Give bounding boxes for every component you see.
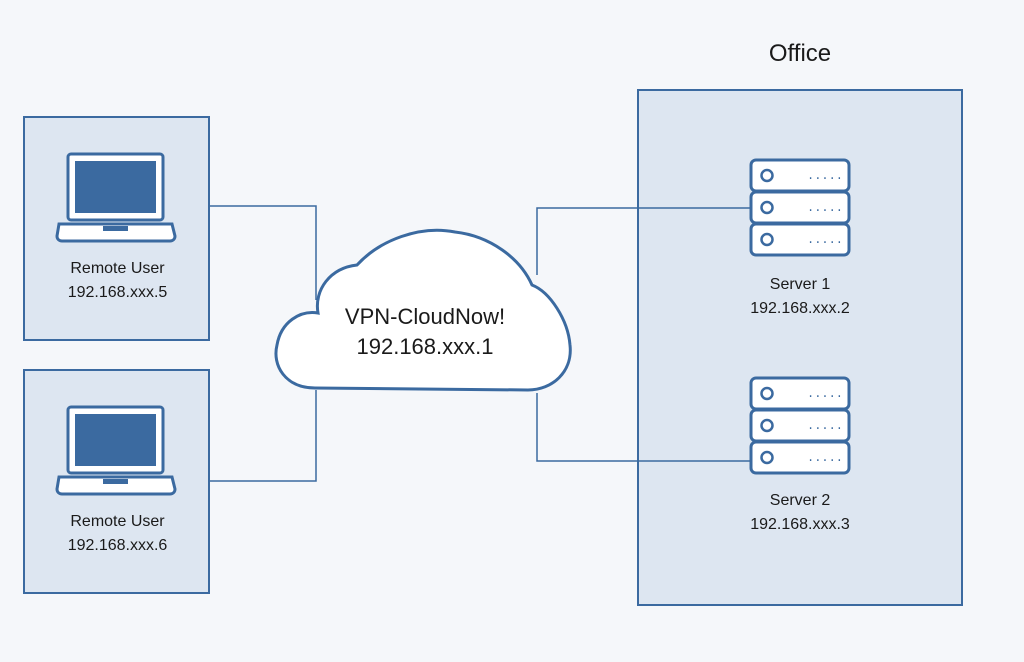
server-icon: ..... ..... ..... xyxy=(749,158,851,257)
link-server-2 xyxy=(536,393,750,462)
link-server-1 xyxy=(536,207,750,275)
server-2-ip: 192.168.xxx.3 xyxy=(750,516,850,533)
svg-text:.....: ..... xyxy=(807,169,843,183)
link-remote-user-2 xyxy=(209,390,317,482)
remote-user-2-name: Remote User xyxy=(70,513,165,530)
server-icon: ..... ..... ..... xyxy=(749,376,851,475)
svg-text:.....: ..... xyxy=(807,201,843,215)
server-2-name: Server 2 xyxy=(769,492,831,509)
server-1-ip: 192.168.xxx.2 xyxy=(750,300,850,317)
svg-text:.....: ..... xyxy=(807,233,843,247)
server-1-label: Server 1 192.168.xxx.2 xyxy=(700,273,900,321)
cloud-icon xyxy=(274,228,572,392)
cloud-ip: 192.168.xxx.1 xyxy=(356,334,494,359)
remote-user-1-label: Remote User 192.168.xxx.5 xyxy=(24,257,211,305)
link-remote-user-1 xyxy=(209,205,317,300)
svg-text:.....: ..... xyxy=(807,387,843,401)
remote-user-2-ip: 192.168.xxx.6 xyxy=(67,537,168,554)
remote-user-1-name: Remote User xyxy=(70,260,165,277)
office-title: Office xyxy=(768,40,832,67)
svg-text:.....: ..... xyxy=(807,419,843,433)
laptop-icon xyxy=(55,405,177,496)
server-1-name: Server 1 xyxy=(769,276,831,293)
cloud-label: VPN-CloudNow! 192.168.xxx.1 xyxy=(300,302,550,362)
cloud-name: VPN-CloudNow! xyxy=(344,304,506,329)
laptop-icon xyxy=(55,152,177,243)
svg-text:.....: ..... xyxy=(807,451,843,465)
server-2-label: Server 2 192.168.xxx.3 xyxy=(700,489,900,537)
remote-user-2-label: Remote User 192.168.xxx.6 xyxy=(24,510,211,558)
remote-user-1-ip: 192.168.xxx.5 xyxy=(67,284,168,301)
